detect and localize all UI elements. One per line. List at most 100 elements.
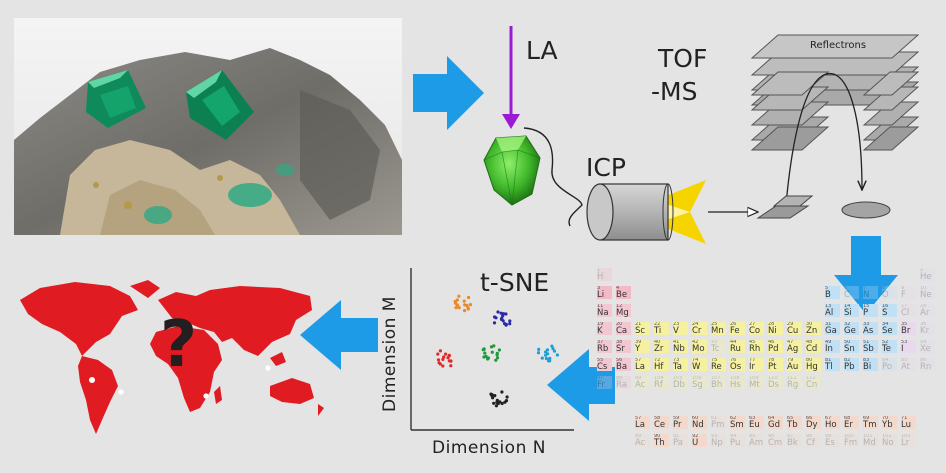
extraction-plate xyxy=(756,205,810,219)
cluster-dot xyxy=(457,306,461,310)
element-symbol: Nb xyxy=(673,344,685,353)
element-symbol: U xyxy=(692,438,699,447)
element-symbol: Ir xyxy=(749,362,756,371)
element-symbol: Cd xyxy=(806,344,818,353)
cluster-dot xyxy=(537,347,541,351)
cluster-dot xyxy=(491,396,495,400)
element-symbol: Mn xyxy=(711,326,724,335)
atomic-number: 45 xyxy=(749,340,756,345)
atomic-number: 100 xyxy=(844,434,854,439)
element-symbol: Ds xyxy=(768,380,779,389)
element-symbol: Tm xyxy=(863,420,877,429)
atomic-number: 87 xyxy=(597,376,604,381)
cluster-dot xyxy=(503,400,507,404)
atomic-number: 76 xyxy=(730,358,737,363)
element-symbol: Fm xyxy=(844,438,858,447)
cluster-dot xyxy=(504,323,508,327)
element-symbol: H xyxy=(597,272,604,281)
element-symbol: Be xyxy=(616,290,628,299)
element-symbol: Ge xyxy=(844,326,856,335)
tsne-axes xyxy=(410,268,574,431)
element-symbol: In xyxy=(825,344,833,353)
element-symbol: Fr xyxy=(597,380,605,389)
element-symbol: As xyxy=(863,326,874,335)
atomic-number: 84 xyxy=(882,358,889,363)
element-symbol: La xyxy=(635,362,645,371)
element-symbol: Tc xyxy=(711,344,720,353)
atomic-number: 51 xyxy=(863,340,870,345)
atomic-number: 89 xyxy=(635,376,642,381)
atomic-number: 90 xyxy=(654,434,661,439)
atomic-number: 9 xyxy=(901,286,905,291)
cluster-dot xyxy=(438,349,442,353)
atomic-number: 5 xyxy=(825,286,829,291)
cluster-dot xyxy=(500,390,504,394)
element-symbol: Ga xyxy=(825,326,837,335)
atomic-number: 81 xyxy=(825,358,832,363)
cluster-dot xyxy=(482,347,486,352)
element-symbol: Cu xyxy=(787,326,799,335)
cluster-dot xyxy=(505,395,509,399)
cluster-dot xyxy=(468,303,473,307)
atomic-number: 86 xyxy=(920,358,927,363)
atomic-number: 110 xyxy=(768,376,778,381)
atomic-number: 38 xyxy=(616,340,623,345)
atomic-number: 21 xyxy=(635,322,642,327)
cluster-dot xyxy=(463,309,467,313)
atomic-number: 49 xyxy=(825,340,832,345)
atomic-number: 15 xyxy=(863,304,870,309)
atomic-number: 83 xyxy=(863,358,870,363)
atomic-number: 30 xyxy=(806,322,813,327)
element-symbol: Rh xyxy=(749,344,761,353)
cluster-dot xyxy=(494,316,498,320)
element-symbol: Ho xyxy=(825,420,837,429)
element-symbol: Te xyxy=(882,344,891,353)
cluster-dot xyxy=(552,349,557,353)
atomic-number: 47 xyxy=(787,340,794,345)
element-symbol: At xyxy=(901,362,910,371)
atomic-number: 95 xyxy=(749,434,756,439)
cluster-dot xyxy=(457,294,461,298)
atomic-number: 91 xyxy=(673,434,680,439)
atomic-number: 25 xyxy=(711,322,718,327)
element-symbol: Se xyxy=(882,326,893,335)
atomic-number: 77 xyxy=(749,358,756,363)
cluster-dot xyxy=(462,299,466,303)
cluster-dot xyxy=(447,353,451,357)
atomic-number: 107 xyxy=(711,376,721,381)
cluster-dot xyxy=(495,351,499,355)
atomic-number: 74 xyxy=(692,358,699,363)
cluster-dot xyxy=(551,347,555,351)
atomic-number: 82 xyxy=(844,358,851,363)
element-symbol: No xyxy=(882,438,894,447)
atomic-number: 23 xyxy=(673,322,680,327)
element-symbol: He xyxy=(920,272,932,281)
